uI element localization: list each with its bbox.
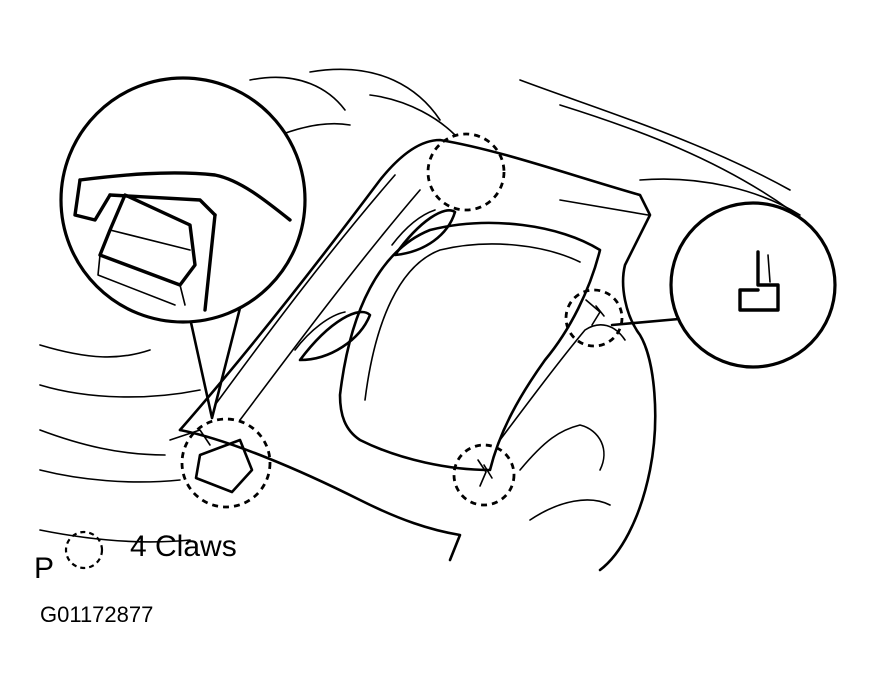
legend-letter: P (34, 552, 55, 585)
claw-circle-right (564, 288, 624, 348)
claw-circle-left (180, 417, 272, 509)
claw-circle-bottom (452, 443, 516, 507)
console-body (178, 138, 657, 572)
figure-id: G01172877 (40, 602, 154, 627)
magnifier-left (59, 76, 307, 420)
magnifier-right (610, 201, 837, 369)
legend-text: 4 Claws (130, 530, 237, 563)
claw-marks (169, 299, 605, 494)
claw-circle-top (426, 132, 506, 212)
air-vents (294, 209, 457, 362)
dashed-circle-icon (64, 530, 104, 570)
